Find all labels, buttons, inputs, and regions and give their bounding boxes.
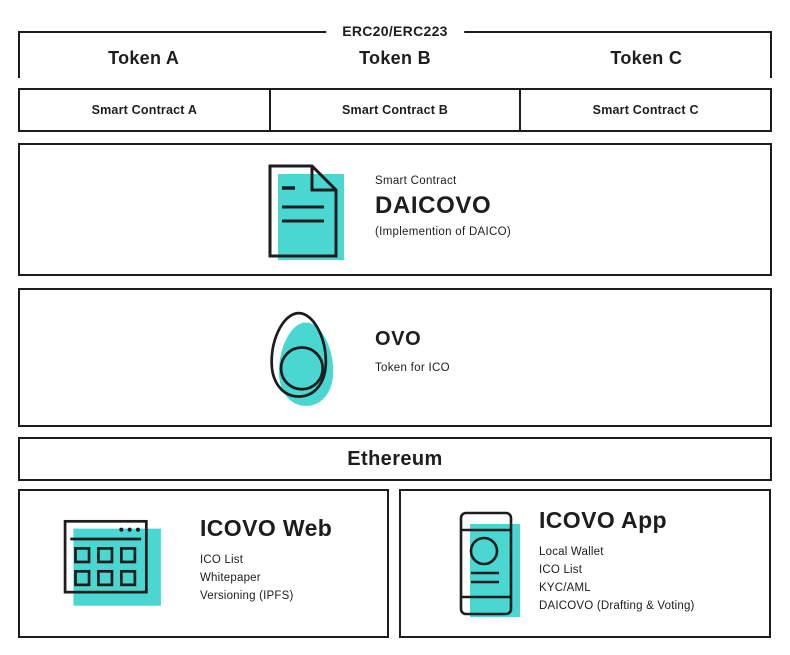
icovo-app-item: DAICOVO (Drafting & Voting) xyxy=(539,600,695,612)
icovo-web-title: ICOVO Web xyxy=(200,515,333,541)
tokens-row: Token A Token B Token C xyxy=(18,48,772,69)
icovo-web-box: ICOVO Web ICO List Whitepaper Versioning… xyxy=(18,489,389,638)
ovo-text-block: OVO Token for ICO xyxy=(375,328,450,374)
smartphone-icon xyxy=(458,511,524,623)
daicovo-box: Smart Contract DAICOVO (Implemention of … xyxy=(18,143,772,276)
egg-icon xyxy=(267,310,343,408)
smart-contract-b-cell: Smart Contract B xyxy=(271,90,522,130)
daicovo-subtitle: (Implemention of DAICO) xyxy=(375,226,511,238)
icovo-web-item: Whitepaper xyxy=(200,572,261,584)
ethereum-label: Ethereum xyxy=(347,447,443,470)
smart-contracts-row: Smart Contract A Smart Contract B Smart … xyxy=(18,88,772,132)
icovo-app-title: ICOVO App xyxy=(539,507,667,533)
ovo-subtitle: Token for ICO xyxy=(375,362,450,374)
ovo-title: OVO xyxy=(375,328,422,350)
icovo-app-item: ICO List xyxy=(539,564,583,576)
daicovo-text-block: Smart Contract DAICOVO (Implemention of … xyxy=(375,175,511,238)
icovo-web-item: ICO List xyxy=(200,554,244,566)
daicovo-title: DAICOVO xyxy=(375,192,492,219)
erc-bracket: ERC20/ERC223 xyxy=(18,23,772,78)
browser-icon xyxy=(63,519,163,608)
icovo-app-box: ICOVO App Local Wallet ICO List KYC/AML … xyxy=(399,489,771,638)
icovo-app-item: KYC/AML xyxy=(539,582,591,594)
icovo-web-item: Versioning (IPFS) xyxy=(200,590,294,602)
ethereum-box: Ethereum xyxy=(18,437,772,481)
icovo-app-text-block: ICOVO App Local Wallet ICO List KYC/AML … xyxy=(539,507,695,615)
smart-contract-c-cell: Smart Contract C xyxy=(592,103,699,117)
icovo-app-item: Local Wallet xyxy=(539,546,604,558)
ovo-box: OVO Token for ICO xyxy=(18,288,772,427)
token-b-label: Token B xyxy=(359,48,431,68)
token-c-label: Token C xyxy=(610,48,683,68)
icovo-web-text-block: ICOVO Web ICO List Whitepaper Versioning… xyxy=(200,515,332,605)
document-icon xyxy=(262,163,346,263)
smart-contract-a-cell: Smart Contract A xyxy=(20,90,271,130)
daicovo-kicker: Smart Contract xyxy=(375,175,457,187)
erc-standard-label: ERC20/ERC223 xyxy=(326,23,464,39)
token-a-label: Token A xyxy=(108,48,180,68)
